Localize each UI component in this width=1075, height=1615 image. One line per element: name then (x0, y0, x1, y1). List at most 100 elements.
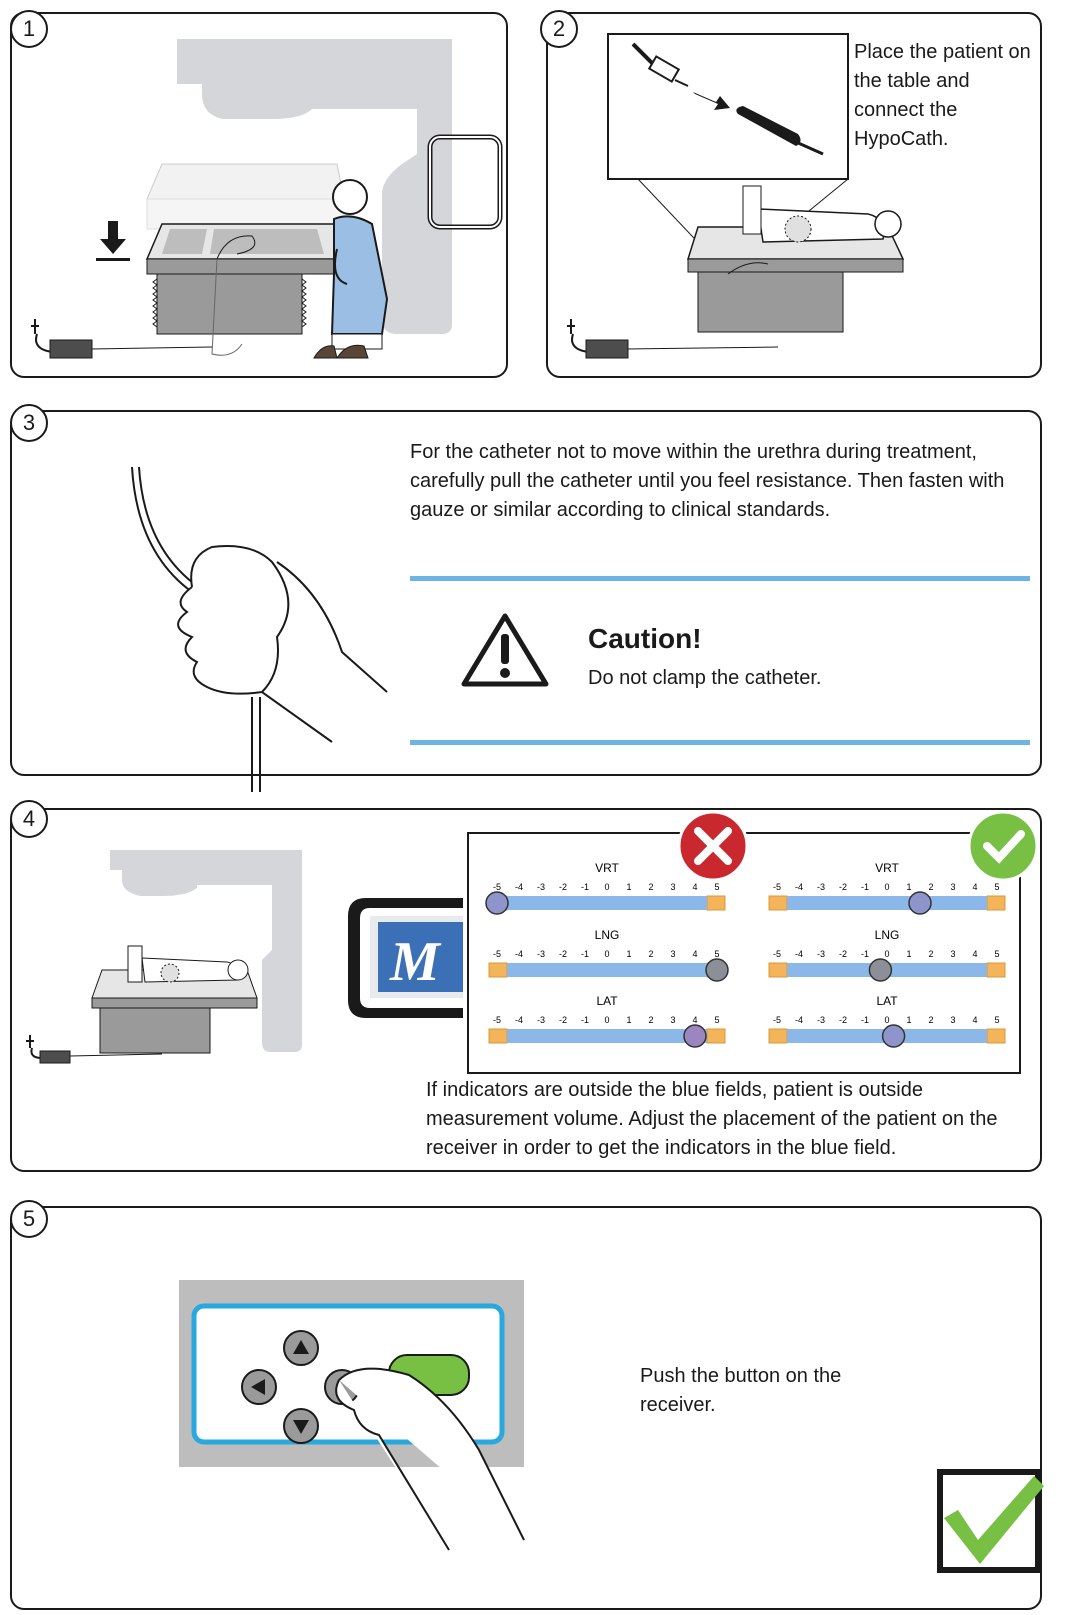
scale-in-zone (507, 896, 707, 910)
scale-tick-label: -3 (537, 949, 545, 959)
scale-tick-label: -5 (773, 949, 781, 959)
scale-out-zone-right (987, 963, 1005, 977)
scale-tick-label: 5 (994, 882, 999, 892)
checkmark-icon (936, 1468, 1046, 1578)
scale-tick-label: 5 (714, 882, 719, 892)
scale-out-zone-left (489, 1029, 507, 1043)
scale-tick-label: -5 (773, 882, 781, 892)
scale-tick-label: 5 (714, 949, 719, 959)
scale-tick-label: -3 (817, 882, 825, 892)
scale-tick-label: 2 (648, 949, 653, 959)
scale-axis-label: LNG (595, 928, 620, 942)
scale-axis-label: LAT (596, 994, 618, 1008)
scale-tick-label: -4 (795, 949, 803, 959)
tablet-device-illustration: M (348, 898, 468, 1028)
scale-indicator-marker (883, 1025, 905, 1047)
step-2-panel: Place the patient on the table and conne… (546, 12, 1042, 378)
scale-tick-label: 2 (928, 1015, 933, 1025)
scale-tick-label: -4 (515, 882, 523, 892)
scale-axis-label: VRT (595, 861, 619, 875)
scale-tick-label: -4 (795, 1015, 803, 1025)
scale-out-zone-left (769, 963, 787, 977)
scale-tick-label: -3 (817, 949, 825, 959)
scale-tick-label: 3 (670, 882, 675, 892)
scale-tick-label: -5 (773, 1015, 781, 1025)
scale-tick-label: 2 (648, 882, 653, 892)
scale-in-zone (787, 896, 987, 910)
scale-tick-label: -3 (817, 1015, 825, 1025)
scale-tick-label: -4 (515, 949, 523, 959)
scale-tick-label: -1 (581, 949, 589, 959)
scale-tick-label: 5 (714, 1015, 719, 1025)
scale-tick-label: -4 (795, 882, 803, 892)
receiver-button-illustration (179, 1280, 539, 1550)
scale-tick-label: -1 (581, 1015, 589, 1025)
scale-tick-label: -3 (537, 1015, 545, 1025)
scale-tick-label: -1 (861, 949, 869, 959)
scale-tick-label: 1 (906, 1015, 911, 1025)
scale-tick-label: 4 (692, 1015, 697, 1025)
scale-tick-label: 3 (950, 882, 955, 892)
scale-tick-label: 3 (950, 1015, 955, 1025)
scale-tick-label: 5 (994, 949, 999, 959)
step-5-instruction: Push the button on the receiver. (640, 1362, 860, 1420)
scale-tick-label: 3 (950, 949, 955, 959)
scale-tick-label: 1 (906, 949, 911, 959)
patient-positioning-illustration (12, 810, 312, 1070)
scale-tick-label: 4 (692, 882, 697, 892)
scale-tick-label: 3 (670, 1015, 675, 1025)
scale-tick-label: 2 (928, 882, 933, 892)
scale-tick-label: 2 (928, 949, 933, 959)
scale-indicator-marker (486, 892, 508, 914)
scale-tick-label: -1 (861, 882, 869, 892)
scale-indicator-marker (909, 892, 931, 914)
scale-tick-label: 4 (972, 949, 977, 959)
scale-tick-label: -2 (559, 882, 567, 892)
scale-tick-label: 2 (648, 1015, 653, 1025)
step-5-number: 5 (10, 1200, 48, 1238)
scale-in-zone (507, 1029, 707, 1043)
scale-tick-label: 0 (884, 882, 889, 892)
scale-tick-label: 4 (972, 1015, 977, 1025)
step-1-panel (10, 12, 508, 378)
step-2-instruction: Place the patient on the table and conne… (854, 38, 1039, 154)
scale-out-zone-left (489, 963, 507, 977)
scale-tick-label: -5 (493, 882, 501, 892)
caution-bottom-rule (410, 740, 1030, 745)
step-3-instruction: For the catheter not to move within the … (410, 438, 1020, 525)
step-4-number: 4 (10, 800, 48, 838)
step-2-number: 2 (540, 10, 578, 48)
scale-out-zone-left (769, 896, 787, 910)
micropos-logo-icon: M (389, 931, 442, 993)
scale-tick-label: -2 (839, 949, 847, 959)
caution-top-rule (410, 576, 1030, 581)
caution-title: Caution! (588, 624, 702, 653)
scale-tick-label: -5 (493, 1015, 501, 1025)
scale-tick-label: 0 (884, 1015, 889, 1025)
scale-axis-label: LNG (875, 928, 900, 942)
scale-tick-label: 1 (626, 882, 631, 892)
warning-triangle-icon (460, 610, 550, 690)
scale-tick-label: -5 (493, 949, 501, 959)
scale-tick-label: 4 (972, 882, 977, 892)
scale-in-zone (507, 963, 707, 977)
hand-pulling-catheter-illustration (112, 462, 432, 792)
scale-tick-label: 0 (604, 1015, 609, 1025)
caution-text: Do not clamp the catheter. (588, 664, 821, 693)
correct-badge-icon (969, 812, 1037, 880)
table-lowering-illustration (12, 14, 510, 380)
step-5-panel: Push the button on the receiver. (10, 1206, 1042, 1610)
scale-tick-label: -2 (839, 1015, 847, 1025)
scale-out-zone-right (707, 896, 725, 910)
scale-tick-label: -2 (839, 882, 847, 892)
scale-indicator-marker (684, 1025, 706, 1047)
scale-out-zone-right (707, 1029, 725, 1043)
scale-out-zone-right (987, 1029, 1005, 1043)
scale-tick-label: -1 (581, 882, 589, 892)
scale-out-zone-left (769, 1029, 787, 1043)
scale-tick-label: -2 (559, 1015, 567, 1025)
scale-indicator-marker (706, 959, 728, 981)
scale-tick-label: 1 (626, 949, 631, 959)
